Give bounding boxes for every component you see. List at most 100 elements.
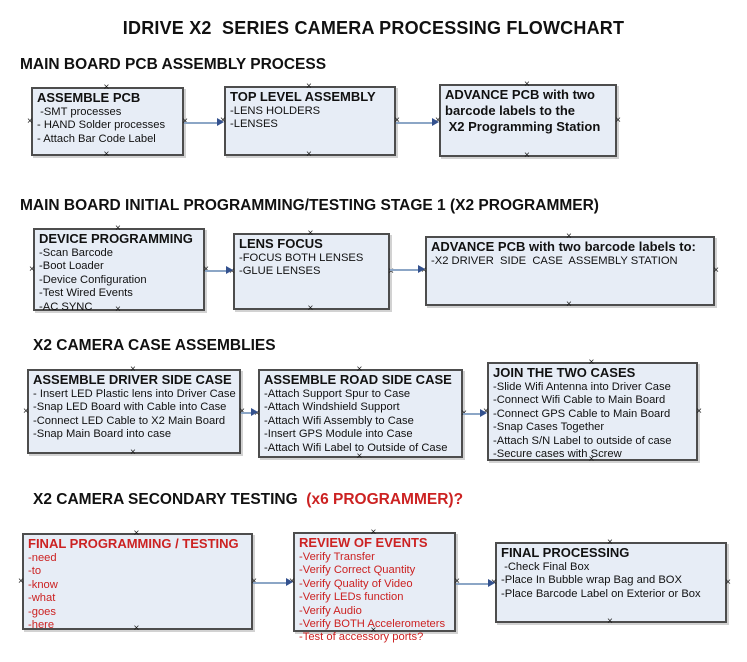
flow-box-advance-pcb-programming-station: ADVANCE PCB with two barcode labels to t… bbox=[435, 80, 621, 161]
flow-box-final-programming-testing: FINAL PROGRAMMING / TESTING -need-to-kno… bbox=[18, 529, 257, 634]
box-item: -Insert GPS Module into Case bbox=[264, 428, 413, 441]
box-title: ADVANCE PCB with two barcode labels to: bbox=[431, 239, 696, 254]
box-items: -Check Final Box-Place In Bubble wrap Ba… bbox=[501, 561, 725, 601]
flow-box-advance-pcb-driver-side-station: ADVANCE PCB with two barcode labels to: … bbox=[421, 232, 719, 310]
connection-point-icon: × bbox=[356, 364, 363, 375]
connection-point-icon: × bbox=[115, 304, 121, 315]
box-item: -Test of accessory ports? bbox=[299, 631, 424, 644]
connection-point-icon: × bbox=[713, 265, 719, 276]
connection-point-icon: × bbox=[356, 451, 363, 462]
box-item: -Verify BOTH Accelerometers bbox=[299, 618, 446, 631]
box-item: - Attach Bar Code Label bbox=[37, 132, 156, 145]
box-title: FINAL PROGRAMMING / TESTING bbox=[28, 536, 239, 551]
arrow-line bbox=[396, 121, 434, 124]
connection-point-icon: × bbox=[370, 625, 377, 636]
connection-point-icon: × bbox=[524, 79, 530, 90]
box-items: -Scan Barcode-Boot Loader-Device Configu… bbox=[39, 247, 203, 314]
arrowhead-icon bbox=[226, 266, 233, 274]
arrowhead-icon bbox=[251, 408, 258, 416]
arrow-line bbox=[456, 582, 490, 585]
box-item: -to bbox=[28, 565, 42, 578]
box-item: -Attach Wifi Assembly to Case bbox=[264, 414, 414, 427]
box-item: -Snap Cases Together bbox=[493, 421, 605, 434]
connection-point-icon: × bbox=[203, 264, 209, 275]
connection-point-icon: × bbox=[23, 405, 29, 417]
box-item: -Attach Support Spur to Case bbox=[264, 388, 411, 400]
box-item: -Slide Wifi Antenna into Driver Case bbox=[493, 381, 671, 393]
box-item: -Attach Wifi Label to Outside of Case bbox=[264, 441, 448, 454]
box-item: -Boot Loader bbox=[39, 260, 104, 273]
box-item: -AC SYNC bbox=[39, 300, 93, 313]
arrowhead-icon bbox=[286, 578, 293, 586]
box-item: -need bbox=[28, 552, 57, 564]
connection-point-icon: × bbox=[588, 357, 595, 368]
arrow-line bbox=[253, 581, 288, 584]
box-item: -FOCUS BOTH LENSES bbox=[239, 252, 364, 264]
heading-red-text: (x6 PROGRAMMER)? bbox=[302, 491, 464, 508]
connection-point-icon: × bbox=[103, 149, 110, 160]
arrowhead-icon bbox=[488, 579, 495, 587]
box-item: -Connect LED Cable to X2 Main Board bbox=[33, 414, 226, 427]
connection-point-icon: × bbox=[130, 447, 136, 458]
connection-point-icon: × bbox=[566, 231, 572, 242]
box-item: -Verify Transfer bbox=[299, 551, 375, 563]
connection-point-icon: × bbox=[725, 576, 731, 588]
box-items: -LENS HOLDERS-LENSES bbox=[230, 105, 394, 132]
arrow-line bbox=[241, 411, 253, 414]
box-item: -Check Final Box bbox=[501, 561, 590, 573]
flow-box-top-level-assembly: TOP LEVEL ASSEMBLY -LENS HOLDERS-LENSES … bbox=[220, 82, 400, 160]
connection-point-icon: × bbox=[524, 150, 530, 161]
box-item: -goes bbox=[28, 605, 56, 618]
connection-point-icon: × bbox=[306, 149, 312, 160]
box-item: -GLUE LENSES bbox=[239, 265, 321, 278]
connection-point-icon: × bbox=[103, 82, 110, 93]
box-title: ASSEMBLE DRIVER SIDE CASE bbox=[33, 372, 232, 387]
box-item: -Attach S/N Label to outside of case bbox=[493, 434, 672, 447]
box-item: -LENS HOLDERS bbox=[230, 105, 321, 117]
box-items: - Insert LED Plastic lens into Driver Ca… bbox=[33, 388, 239, 442]
connection-point-icon: × bbox=[29, 263, 35, 275]
box-item: -Place In Bubble wrap Bag and BOX bbox=[501, 574, 682, 587]
connection-point-icon: × bbox=[27, 115, 33, 127]
box-title: DEVICE PROGRAMMING bbox=[39, 231, 193, 246]
box-item: -Snap LED Board with Cable into Case bbox=[33, 401, 227, 414]
box-item: -Scan Barcode bbox=[39, 247, 114, 259]
box-title: REVIEW OF EVENTS bbox=[299, 535, 428, 550]
flow-arrow bbox=[184, 118, 224, 127]
connection-point-icon: × bbox=[615, 114, 621, 126]
flow-box-join-the-two-cases: JOIN THE TWO CASES -Slide Wifi Antenna i… bbox=[483, 358, 702, 465]
flow-box-final-processing: FINAL PROCESSING -Check Final Box-Place … bbox=[491, 538, 731, 627]
box-items: -SMT processes- HAND Solder processes- A… bbox=[37, 106, 182, 146]
flow-box-assemble-driver-side-case: ASSEMBLE DRIVER SIDE CASE - Insert LED P… bbox=[23, 365, 245, 458]
box-item: -Verify Quality of Video bbox=[299, 577, 413, 590]
flow-box-assemble-pcb: ASSEMBLE PCB -SMT processes- HAND Solder… bbox=[27, 83, 188, 160]
section-heading-initial-programming: MAIN BOARD INITIAL PROGRAMMING/TESTING S… bbox=[20, 197, 599, 214]
box-title: TOP LEVEL ASSEMBLY bbox=[230, 89, 376, 104]
box-item: - Insert LED Plastic lens into Driver Ca… bbox=[33, 388, 236, 400]
box-title: FINAL PROCESSING bbox=[501, 545, 630, 560]
box-items: -Attach Support Spur to Case-Attach Wind… bbox=[264, 388, 461, 455]
box-items: -Slide Wifi Antenna into Driver Case-Con… bbox=[493, 381, 696, 461]
arrow-line bbox=[184, 121, 219, 124]
arrowhead-icon bbox=[432, 118, 439, 126]
section-heading-secondary-testing: X2 CAMERA SECONDARY TESTING (x6 PROGRAMM… bbox=[33, 491, 463, 509]
flow-arrow bbox=[456, 579, 495, 588]
arrow-line bbox=[390, 268, 420, 271]
flow-arrow bbox=[253, 578, 293, 587]
section-heading-pcb-assembly: MAIN BOARD PCB ASSEMBLY PROCESS bbox=[20, 56, 327, 73]
flow-arrow bbox=[463, 409, 487, 418]
box-item: -Test Wired Events bbox=[39, 287, 133, 300]
flow-box-device-programming: DEVICE PROGRAMMING -Scan Barcode-Boot Lo… bbox=[29, 224, 209, 315]
flow-box-assemble-road-side-case: ASSEMBLE ROAD SIDE CASE -Attach Support … bbox=[254, 365, 467, 462]
box-item: -Place Barcode Label on Exterior or Box bbox=[501, 587, 701, 600]
box-item: -Snap Main Board into case bbox=[33, 428, 172, 441]
connection-point-icon: × bbox=[566, 299, 572, 310]
flow-box-lens-focus: LENS FOCUS -FOCUS BOTH LENSES-GLUE LENSE… bbox=[229, 229, 394, 314]
flow-arrow bbox=[396, 118, 439, 127]
connection-point-icon: × bbox=[394, 115, 400, 126]
box-items: -need-to-know-what-goes-here bbox=[28, 552, 251, 632]
connection-point-icon: × bbox=[130, 364, 136, 375]
connection-point-icon: × bbox=[388, 265, 394, 277]
connection-point-icon: × bbox=[115, 223, 121, 234]
connection-point-icon: × bbox=[696, 405, 702, 417]
